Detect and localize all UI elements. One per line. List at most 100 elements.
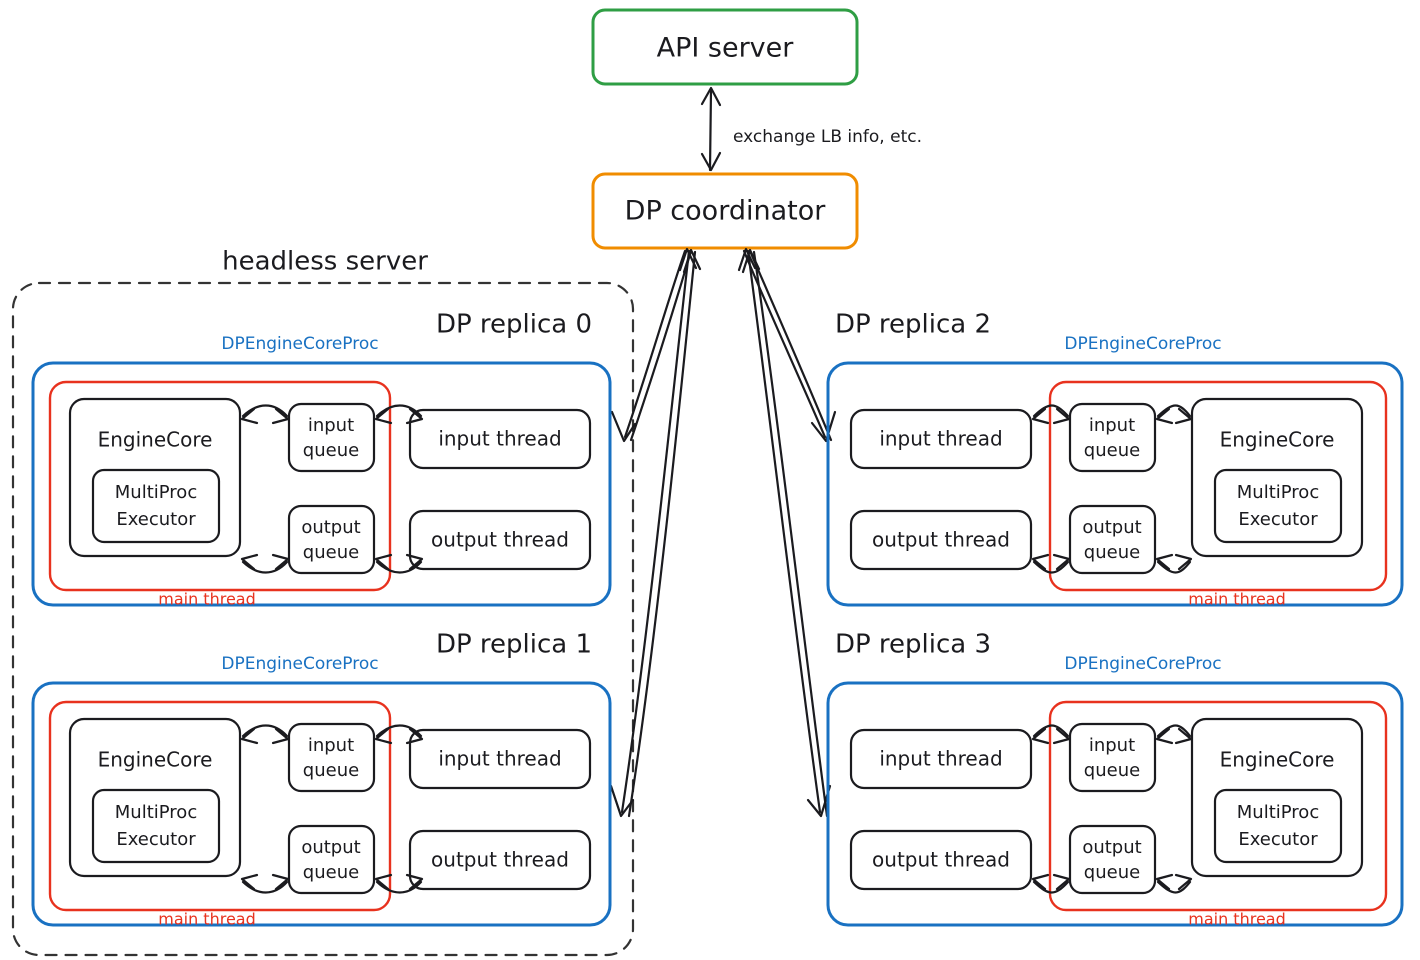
replica-0-input-queue-box[interactable]	[287, 402, 376, 473]
replica-2-connector-outputthread-outputqueue	[1031, 553, 1071, 574]
replica-2-connector-inputthread-inputqueue	[1031, 404, 1071, 425]
replica-0-input-queue-label-line2: queue	[303, 440, 359, 461]
replica-2-connector-inputqueue-core	[1155, 404, 1193, 425]
replica-2-input-thread-label: input thread	[879, 427, 1002, 451]
replica-1-output-queue-label-line1: output	[301, 837, 360, 858]
replica-2-main-thread-box[interactable]	[1048, 380, 1388, 592]
replica-3-title: DP replica 3	[835, 630, 991, 660]
replica-1-title: DP replica 1	[436, 630, 592, 660]
replica-0-multiproc-executor-label-line2: Executor	[116, 509, 196, 530]
replica-3-multiproc-executor-label-line1: MultiProc	[1237, 802, 1319, 823]
api-server-box[interactable]	[591, 8, 859, 86]
replica-1-connector-outputqueue-outputthread	[374, 873, 424, 894]
replica-2-output-thread-box[interactable]	[849, 509, 1033, 571]
replica-3-input-thread-label: input thread	[879, 747, 1002, 771]
replica-3-output-thread-label: output thread	[872, 848, 1010, 872]
replica-3-output-queue-box[interactable]	[1068, 824, 1157, 895]
replica-3-connector-inputqueue-core	[1155, 724, 1193, 745]
replica-0-multiproc-executor-label-line1: MultiProc	[115, 482, 197, 503]
replica-3-input-thread-box[interactable]	[849, 728, 1033, 790]
replica-1-output-thread-label: output thread	[431, 848, 569, 872]
replica-2-connector-outputqueue-core	[1155, 553, 1193, 574]
replica-1-input-queue-box[interactable]	[287, 722, 376, 793]
coordinator-replica-0-connector	[610, 247, 698, 443]
coordinator-replica-1-connector	[609, 248, 702, 818]
replica-3-output-queue-label-line2: queue	[1084, 862, 1140, 883]
replica-0-output-thread-box[interactable]	[408, 509, 592, 571]
replica-2-output-queue-box[interactable]	[1068, 504, 1157, 575]
replica-2-process-box[interactable]	[826, 361, 1404, 607]
replica-2-output-thread-label: output thread	[872, 528, 1010, 552]
headless-server-boundary	[11, 281, 635, 957]
replica-3-input-queue-box[interactable]	[1068, 722, 1157, 793]
replica-0-connector-inputqueue-inputthread	[374, 404, 424, 425]
replica-0-multiproc-executor-box[interactable]	[91, 468, 221, 544]
replica-0-engine-core-label: EngineCore	[98, 428, 213, 452]
replica-3-main-thread-label: main thread	[1188, 910, 1286, 929]
replica-0-process-label: DPEngineCoreProc	[221, 334, 378, 354]
replica-1-engine-core-label: EngineCore	[98, 748, 213, 772]
replica-0-connector-core-inputqueue	[240, 404, 290, 425]
replica-0-title: DP replica 0	[436, 310, 592, 340]
replica-3-connector-outputqueue-core	[1155, 873, 1193, 894]
replica-3-multiproc-executor-label-line2: Executor	[1238, 829, 1318, 850]
replica-0-process-box[interactable]	[31, 361, 612, 607]
replica-1-input-queue-label-line2: queue	[303, 760, 359, 781]
replica-1-output-queue-box[interactable]	[287, 824, 376, 895]
replica-1-multiproc-executor-label-line1: MultiProc	[115, 802, 197, 823]
replica-0-output-queue-box[interactable]	[287, 504, 376, 575]
replica-0-connector-outputqueue-outputthread	[374, 553, 424, 574]
replica-2-main-thread-label: main thread	[1188, 590, 1286, 609]
replica-3-process-box[interactable]	[826, 681, 1404, 927]
replica-1-input-thread-label: input thread	[438, 747, 561, 771]
replica-3-multiproc-executor-box[interactable]	[1213, 788, 1343, 864]
replica-2-process-label: DPEngineCoreProc	[1064, 334, 1221, 354]
replica-0-output-queue-label-line2: queue	[303, 542, 359, 563]
replica-3-main-thread-box[interactable]	[1048, 700, 1388, 912]
replica-1-connector-core-inputqueue	[240, 724, 290, 745]
dp-coordinator-label: DP coordinator	[625, 196, 827, 227]
replica-1-output-thread-box[interactable]	[408, 829, 592, 891]
replica-1-multiproc-executor-box[interactable]	[91, 788, 221, 864]
replica-1-multiproc-executor-label-line2: Executor	[116, 829, 196, 850]
replica-2-output-queue-label-line2: queue	[1084, 542, 1140, 563]
replica-1-connector-inputqueue-inputthread	[374, 724, 424, 745]
replica-2-input-thread-box[interactable]	[849, 408, 1033, 470]
replica-0-main-thread-label: main thread	[158, 590, 256, 609]
replica-3-output-thread-box[interactable]	[849, 829, 1033, 891]
replica-0-input-queue-label-line1: input	[308, 415, 354, 436]
replica-3-input-queue-label-line2: queue	[1084, 760, 1140, 781]
replica-1-input-thread-box[interactable]	[408, 728, 592, 790]
replica-3-input-queue-label-line1: input	[1089, 735, 1135, 756]
dp-coordinator-box[interactable]	[591, 172, 859, 250]
replica-0-input-thread-box[interactable]	[408, 408, 592, 470]
replica-1-process-label: DPEngineCoreProc	[221, 654, 378, 674]
replica-3-connector-outputthread-outputqueue	[1031, 873, 1071, 894]
replica-3-connector-inputthread-inputqueue	[1031, 724, 1071, 745]
replica-2-multiproc-executor-label-line1: MultiProc	[1237, 482, 1319, 503]
replica-2-output-queue-label-line1: output	[1082, 517, 1141, 538]
replica-3-process-label: DPEngineCoreProc	[1064, 654, 1221, 674]
coordinator-api-connector	[700, 86, 722, 172]
replica-1-input-queue-label-line1: input	[308, 735, 354, 756]
coordinator-replica-3-connector	[741, 248, 832, 818]
replica-2-input-queue-label-line2: queue	[1084, 440, 1140, 461]
replica-2-multiproc-executor-box[interactable]	[1213, 468, 1343, 544]
replica-1-connector-core-outputqueue	[240, 873, 290, 894]
replica-0-output-queue-label-line1: output	[301, 517, 360, 538]
replica-0-main-thread-box[interactable]	[48, 380, 392, 592]
replica-3-engine-core-label: EngineCore	[1220, 748, 1335, 772]
replica-1-process-box[interactable]	[31, 681, 612, 927]
replica-0-connector-core-outputqueue	[240, 553, 290, 574]
replica-2-title: DP replica 2	[835, 310, 991, 340]
headless-server-label: headless server	[222, 247, 428, 277]
replica-1-output-queue-label-line2: queue	[303, 862, 359, 883]
replica-2-multiproc-executor-label-line2: Executor	[1238, 509, 1318, 530]
exchange-info-label: exchange LB info, etc.	[733, 127, 922, 147]
coordinator-replica-2-connector	[737, 247, 837, 443]
replica-2-input-queue-box[interactable]	[1068, 402, 1157, 473]
replica-1-main-thread-box[interactable]	[48, 700, 392, 912]
api-server-label: API server	[657, 33, 795, 64]
